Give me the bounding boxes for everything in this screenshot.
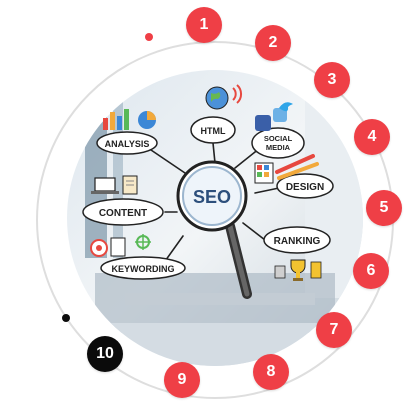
analysis-label: ANALYSIS [105, 139, 150, 149]
media-label: MEDIA [266, 143, 291, 152]
step-5[interactable]: 5 [366, 190, 402, 226]
step-8[interactable]: 8 [253, 354, 289, 390]
seo-illustration: SEO ANALYSIS HTML SOCIAL MEDIA [67, 70, 363, 366]
step-6[interactable]: 6 [353, 253, 389, 289]
globe-icon [205, 84, 243, 110]
magnifier-icon [176, 160, 252, 299]
center-label: SEO [193, 187, 231, 207]
content-label: CONTENT [99, 208, 147, 219]
social-media-icon [255, 102, 293, 131]
pie-chart-icon [138, 111, 156, 129]
ring-progress-dot [62, 314, 70, 322]
laptop-icon [91, 175, 138, 195]
ranking-label: RANKING [274, 236, 321, 247]
trophy-icon [274, 259, 322, 281]
target-icon [90, 234, 151, 257]
step-1[interactable]: 1 [186, 7, 222, 43]
keywording-label: KEYWORDING [112, 264, 175, 274]
social-label: SOCIAL [264, 134, 293, 143]
palette-icon [254, 154, 319, 184]
bar-chart-icon [103, 109, 129, 130]
design-label: DESIGN [286, 182, 324, 193]
ring-start-dot [145, 33, 153, 41]
step-9[interactable]: 9 [164, 362, 200, 398]
html-label: HTML [201, 126, 226, 136]
step-3[interactable]: 3 [314, 62, 350, 98]
step-10[interactable]: 10 [87, 336, 123, 372]
step-7[interactable]: 7 [316, 312, 352, 348]
step-4[interactable]: 4 [354, 119, 390, 155]
step-2[interactable]: 2 [255, 25, 291, 61]
